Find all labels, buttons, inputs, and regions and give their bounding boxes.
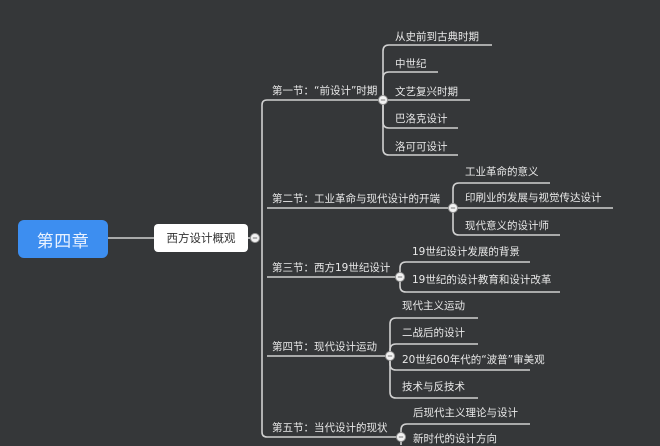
section-1-label[interactable]: 第一节：“前设计”时期 <box>272 85 378 97</box>
child-connector <box>399 261 530 277</box>
topic-4-1[interactable]: 现代主义运动 <box>402 300 465 312</box>
child-connector <box>382 44 492 100</box>
root-node[interactable]: 第四章 <box>18 220 108 258</box>
topic-1-4[interactable]: 巴洛克设计 <box>395 113 448 125</box>
section-5-label[interactable]: 第五节：当代设计的现状 <box>272 422 388 434</box>
topic-5-2[interactable]: 新时代的设计方向 <box>413 433 497 445</box>
child-connector <box>400 423 530 437</box>
trunk-upper <box>261 99 268 238</box>
topic-4-4[interactable]: 技术与反技术 <box>402 381 465 393</box>
topic-4-2[interactable]: 二战后的设计 <box>402 327 465 339</box>
child-connector <box>452 208 560 236</box>
main-topic-node[interactable]: 西方设计概观 <box>154 224 248 252</box>
topic-3-2[interactable]: 19世纪的设计教育和设计改革 <box>412 274 552 286</box>
child-connector <box>389 317 478 356</box>
topic-2-2[interactable]: 印刷业的发展与视觉传达设计 <box>465 192 602 204</box>
topic-2-1[interactable]: 工业革命的意义 <box>465 166 539 178</box>
topic-5-1[interactable]: 后现代主义理论与设计 <box>413 407 518 419</box>
child-connector <box>389 356 478 399</box>
topic-1-5[interactable]: 洛可可设计 <box>395 141 448 153</box>
topic-1-2[interactable]: 中世纪 <box>395 58 427 70</box>
topic-1-1[interactable]: 从史前到古典时期 <box>395 31 479 43</box>
section-2-label[interactable]: 第二节：工业革命与现代设计的开端 <box>272 193 440 205</box>
trunk-lower <box>261 238 268 438</box>
topic-3-1[interactable]: 19世纪设计发展的背景 <box>412 246 520 258</box>
topic-1-3[interactable]: 文艺复兴时期 <box>395 86 458 98</box>
child-connector <box>389 343 478 356</box>
child-connector <box>382 71 438 100</box>
section-4-label[interactable]: 第四节：现代设计运动 <box>272 341 377 353</box>
child-connector <box>452 182 550 208</box>
child-connector <box>382 100 458 156</box>
topic-2-3[interactable]: 现代意义的设计师 <box>465 220 549 232</box>
topic-4-3[interactable]: 20世纪60年代的“波普”审美观 <box>402 354 545 366</box>
section-3-label[interactable]: 第三节：西方19世纪设计 <box>272 262 391 274</box>
child-connector <box>399 277 560 293</box>
